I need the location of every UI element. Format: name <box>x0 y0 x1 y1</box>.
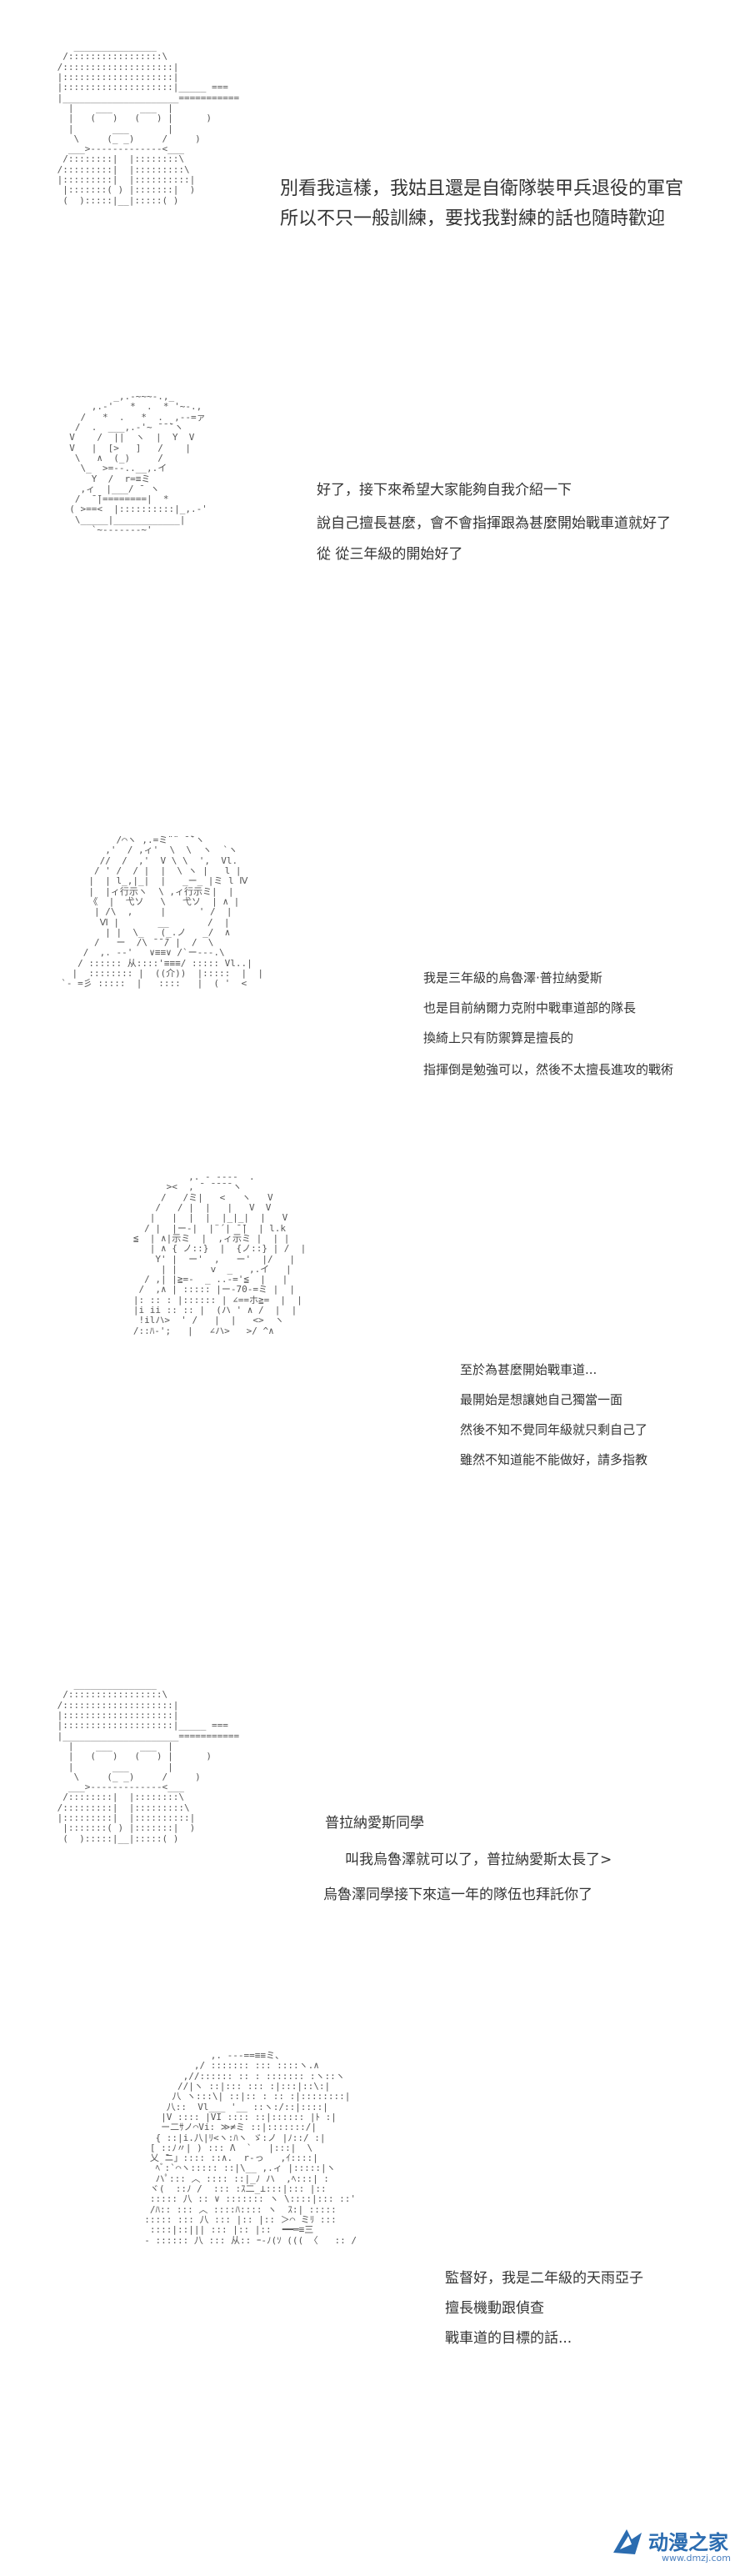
dialogue-line: 也是目前納爾力克附中戰車道部的隊長 <box>423 1000 637 1015</box>
panel-4: ,. - ‐‐‐- . >< , ̄ ̄ ̄ ̄ ̄ ヽ / /ミ| < ヽ V… <box>0 1134 750 1634</box>
watermark-url: www.dmzj.com <box>662 2553 731 2563</box>
ascii-art-captain: /⌒ヽ ,.=ミ¨¨ ̄ ̄`ヽ ,' / ,ィ' \ \ ヽ `ヽ // / … <box>61 834 264 990</box>
watermark-title: 动漫之家 <box>648 2531 728 2554</box>
panel-5: _______________ /:::::::::::::::::\ /:::… <box>0 1634 750 2034</box>
dialogue-line: 最開始是想讓她自己獨當一面 <box>460 1392 623 1407</box>
dialogue-line: 至於為甚麼開始戰車道... <box>460 1362 598 1377</box>
dialogue-line: 然後不知不覺同年級就只剩自己了 <box>460 1422 648 1437</box>
dialogue-line: 我是三年級的烏魯澤·普拉納愛斯 <box>423 970 602 985</box>
dialogue-line: 所以不只一般訓練，要找我對練的話也隨時歡迎 <box>280 208 666 229</box>
ascii-art-hat-character: _,.-~~~-.,_ ,.-' * . * '~-., / * . * . ,… <box>69 391 208 536</box>
dialogue-line: 雖然不知道能不能做好，請多指教 <box>460 1452 648 1467</box>
ascii-art-officer: _______________ /:::::::::::::::::\ /:::… <box>57 41 240 206</box>
dialogue-line: 擅長機動跟偵查 <box>445 2300 544 2317</box>
dialogue-line: 換綺上只有防禦算是擅長的 <box>423 1030 574 1045</box>
ascii-art-twin-tail-girl: ,. ---==≡≡ミ、 ,/ ::::::: ::: ::::ヽ.∧ ,//:… <box>144 2050 358 2246</box>
panel-2: _,.-~~~-.,_ ,.-' * . * '~-., / * . * . ,… <box>0 375 750 792</box>
dialogue-line: 戰車道的目標的話... <box>445 2330 572 2347</box>
panel-3: /⌒ヽ ,.=ミ¨¨ ̄ ̄`ヽ ,' / ,ィ' \ \ ヽ `ヽ // / … <box>0 792 750 1134</box>
site-watermark: 动漫之家 www.dmzj.com <box>610 2521 735 2568</box>
dialogue-line: 普拉納愛斯同學 <box>325 1815 424 1832</box>
ascii-art-officer: _______________ /:::::::::::::::::\ /:::… <box>57 1679 240 1844</box>
panel-6: ,. ---==≡≡ミ、 ,/ ::::::: ::: ::::ヽ.∧ ,//:… <box>0 2034 750 2576</box>
dialogue-line: 叫我烏魯澤就可以了，普拉納愛斯太長了> <box>345 1852 612 1868</box>
dialogue-line: 指揮倒是勉強可以，然後不太擅長進攻的戰術 <box>423 1062 674 1077</box>
dialogue-line: 從 從三年級的開始好了 <box>317 546 463 563</box>
dialogue-line: 好了，接下來希望大家能夠自我介紹一下 <box>317 482 572 499</box>
dialogue-line: 說自己擅長甚麼，會不會指揮跟為甚麼開始戰車道就好了 <box>317 515 671 532</box>
dialogue-line: 烏魯澤同學接下來這一年的隊伍也拜託你了 <box>323 1887 592 1903</box>
dialogue-line: 別看我這樣，我姑且還是自衛隊裝甲兵退役的軍官 <box>280 178 684 199</box>
panel-1: _______________ /:::::::::::::::::\ /:::… <box>0 0 750 375</box>
dialogue-line: 監督好，我是二年級的天雨亞子 <box>445 2270 643 2287</box>
ascii-art-long-hair-girl: ,. - ‐‐‐- . >< , ̄ ̄ ̄ ̄ ̄ ヽ / /ミ| < ヽ V… <box>132 1171 307 1336</box>
dmzj-logo-icon <box>613 2529 642 2554</box>
